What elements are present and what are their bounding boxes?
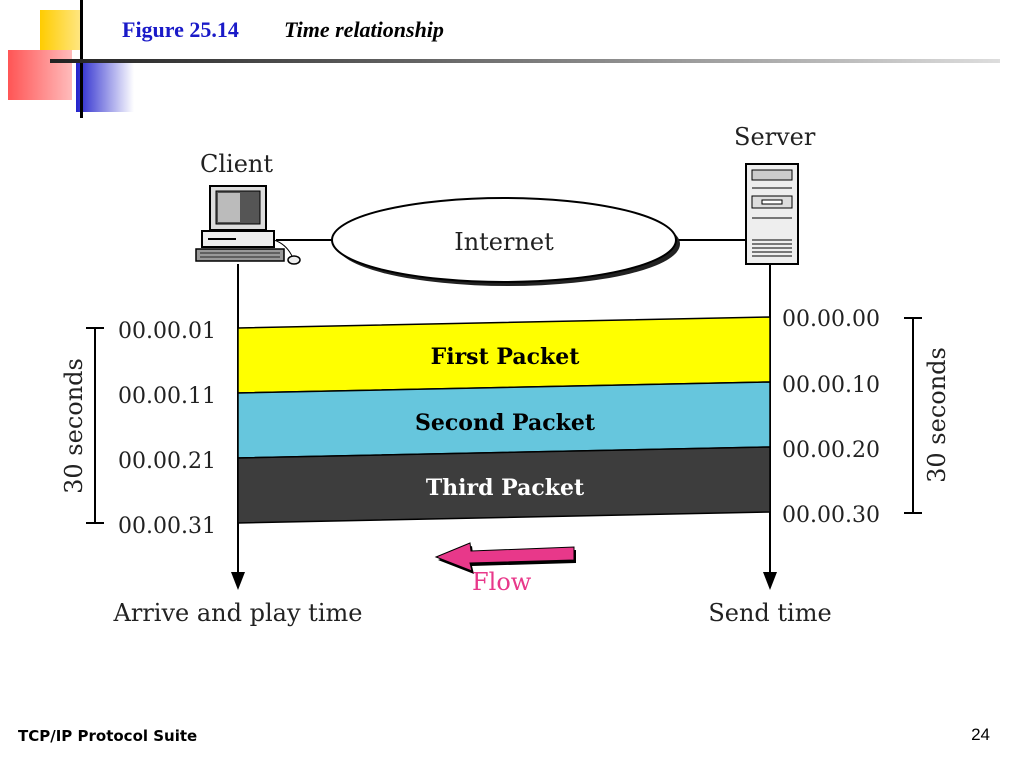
right-duration-label: 30 seconds	[923, 347, 951, 483]
left-duration-label: 30 seconds	[60, 358, 88, 494]
figure-caption: Time relationship	[284, 17, 444, 42]
server-time-1: 00.00.00	[782, 307, 880, 332]
server-time-3: 00.00.20	[782, 438, 880, 463]
third-packet-band	[237, 446, 771, 524]
internet-cloud	[331, 197, 677, 283]
server-time-4: 00.00.30	[782, 503, 880, 528]
second-packet-label: Second Packet	[415, 410, 596, 436]
corner-decoration	[0, 0, 1000, 118]
server-label: Server	[734, 123, 816, 151]
internet-label: Internet	[454, 228, 554, 256]
client-timeline-arrowhead	[231, 572, 245, 590]
server-axis-label: Send time	[708, 599, 831, 627]
flow-arrow-icon	[434, 542, 576, 574]
deco-horizontal-line	[50, 59, 1000, 63]
client-computer-icon	[195, 185, 301, 265]
right-duration-bracket	[904, 317, 922, 514]
server-timeline-arrowhead	[763, 572, 777, 590]
first-packet-label: First Packet	[431, 344, 581, 370]
server-time-2: 00.00.10	[782, 373, 880, 398]
client-time-2: 00.00.11	[118, 384, 216, 409]
client-label: Client	[200, 150, 273, 178]
client-time-1: 00.00.01	[118, 319, 216, 344]
deco-red-square	[8, 50, 72, 100]
figure-number: Figure 25.14	[122, 17, 239, 42]
client-time-3: 00.00.21	[118, 449, 216, 474]
deco-yellow-square	[40, 10, 80, 50]
left-duration-bracket	[86, 327, 104, 524]
flow-label: Flow	[472, 568, 532, 596]
third-packet-label: Third Packet	[426, 475, 585, 501]
footer-title: TCP/IP Protocol Suite	[18, 727, 198, 745]
client-time-4: 00.00.31	[118, 514, 216, 539]
deco-blue-square	[76, 62, 134, 112]
page-number: 24	[971, 725, 990, 744]
server-icon	[745, 163, 799, 265]
client-axis-label: Arrive and play time	[113, 599, 363, 627]
